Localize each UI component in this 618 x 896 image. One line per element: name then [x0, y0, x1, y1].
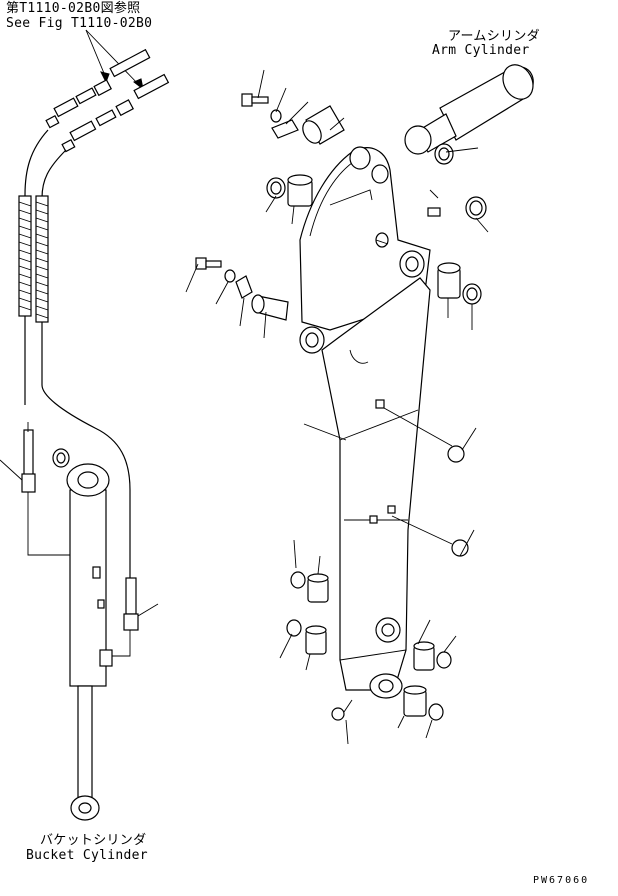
- hose-fitting-lower: [61, 73, 170, 153]
- picture-code: PW67060: [533, 875, 590, 886]
- hose-fitting-upper: [45, 48, 151, 129]
- leader-lines: [0, 69, 489, 745]
- bolts-and-pins-top: [241, 93, 345, 207]
- hydraulic-hoses: [18, 129, 131, 580]
- arm-cylinder: [404, 64, 534, 165]
- reference-label-english: See Fig T1110-02B0: [6, 16, 153, 31]
- bucket-cylinder-label-japanese: バケットシリンダ: [40, 833, 147, 848]
- arm-cylinder-label-english: Arm Cylinder: [432, 43, 530, 58]
- side-bushings: [427, 196, 487, 557]
- bucket-cylinder: [21, 422, 139, 821]
- bottom-bushings: [286, 571, 452, 721]
- bolts-and-pins-mid: [195, 257, 289, 321]
- bucket-cylinder-label-english: Bucket Cylinder: [26, 848, 148, 863]
- arm-cylinder-label-japanese: アームシリンダ: [448, 29, 540, 44]
- arm-body: [299, 146, 431, 699]
- reference-label-japanese: 第T1110-02B0図参照: [6, 1, 141, 16]
